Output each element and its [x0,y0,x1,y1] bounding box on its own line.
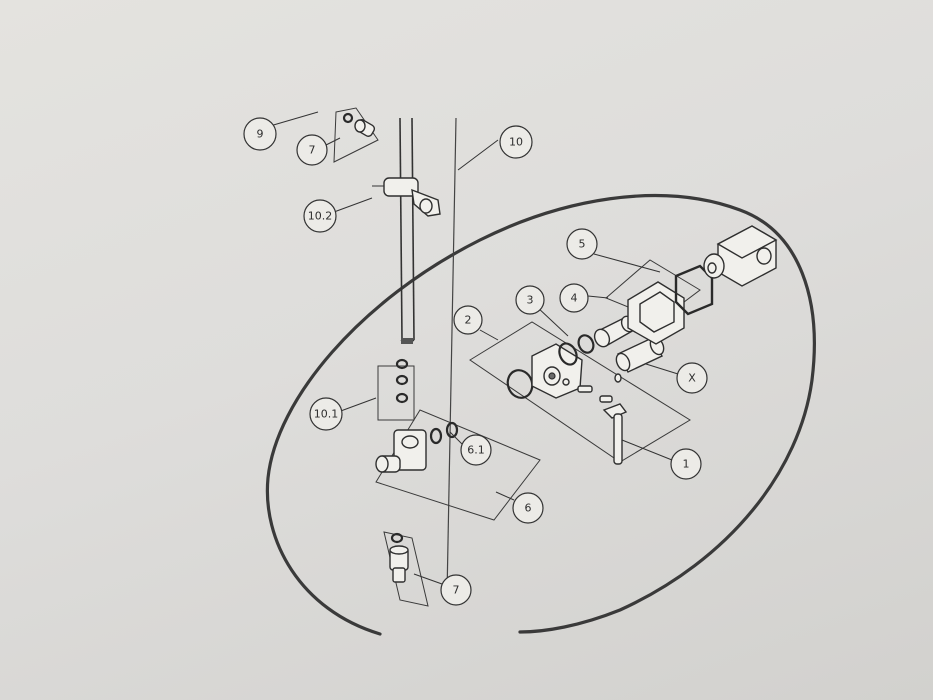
callout-10-2: 10.2 [303,199,337,233]
callout-6: 6 [512,492,544,524]
callout-7-top: 7 [296,134,328,166]
callout-2-label: 2 [465,314,472,327]
callout-10-2-label: 10.2 [308,210,333,223]
callout-x: X [676,362,708,394]
callout-9: 9 [243,117,277,151]
callout-10-1: 10.1 [309,397,343,431]
callout-10: 10 [499,125,533,159]
callout-1: 1 [670,448,702,480]
callout-4-label: 4 [571,292,578,305]
wall-elbow [375,409,541,521]
callout-7-bottom-label: 7 [453,584,460,597]
callout-6-1: 6.1 [460,434,492,466]
callout-3: 3 [515,285,545,315]
callout-9-label: 9 [257,128,264,141]
callout-7-bottom: 7 [440,574,472,606]
leader-lines [269,111,679,585]
bottom-end-cap-parts [383,531,429,607]
hand-drawn-ellipse [265,194,816,636]
callout-7-top-label: 7 [309,144,316,157]
callout-1-label: 1 [683,458,690,471]
mixer-valve-assembly [469,225,778,465]
callout-3-label: 3 [527,294,534,307]
callout-6-label: 6 [525,502,532,515]
callout-10-label: 10 [509,136,523,149]
shower-holder [372,177,441,217]
callout-4: 4 [559,283,589,313]
callout-2: 2 [453,305,483,335]
callout-5: 5 [566,228,598,260]
callout-5-label: 5 [579,238,586,251]
callout-6-1-label: 6.1 [467,444,485,457]
callout-10-1-label: 10.1 [314,408,339,421]
top-end-cap-parts [333,107,379,163]
callout-x-label: X [688,372,696,385]
slide-rail [399,117,457,596]
rail-orings [377,358,415,421]
